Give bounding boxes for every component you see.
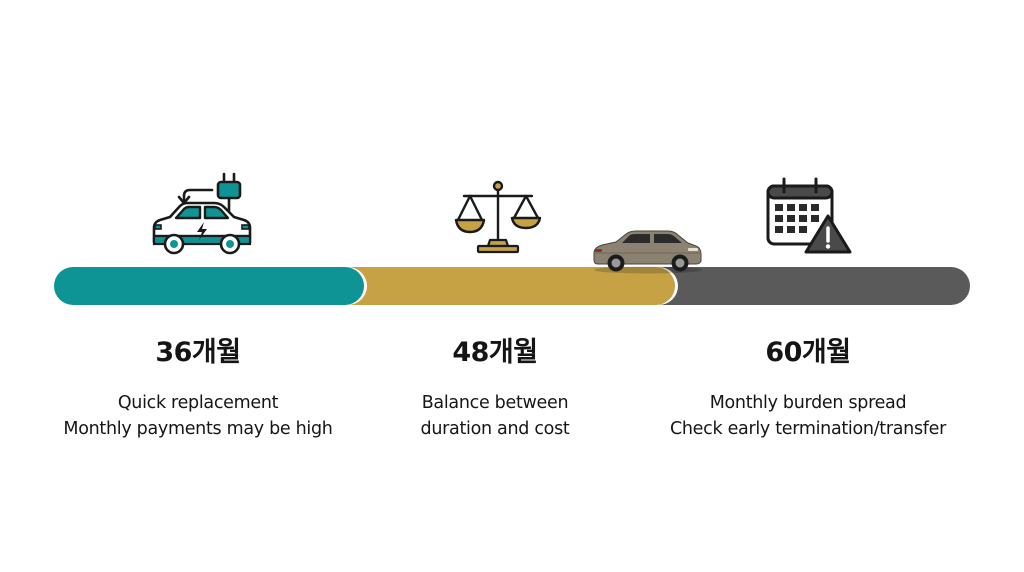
description-line: duration and cost xyxy=(420,419,570,439)
stage-60-description: Monthly burden spread Check early termin… xyxy=(648,390,968,442)
description-line: Check early termination/transfer xyxy=(669,419,947,439)
suv-car-icon xyxy=(593,230,702,274)
description-line: Quick replacement xyxy=(117,393,279,413)
timeline-segment-60 xyxy=(640,267,970,305)
description-line: Monthly payments may be high xyxy=(63,419,333,439)
stage-48-description: Balance between duration and cost xyxy=(335,390,655,442)
timeline-segment-36 xyxy=(54,267,364,305)
duration-label-36: 36개월 xyxy=(155,337,241,368)
duration-label-60: 60개월 xyxy=(765,337,851,368)
description-line: Balance between xyxy=(421,393,569,413)
stage-48-column: 48개월 Balance between duration and cost xyxy=(335,330,655,442)
balance-scale-icon xyxy=(454,180,542,254)
timeline-segment-48 xyxy=(330,267,675,305)
calendar-warning-icon xyxy=(766,177,852,254)
stage-60-column: 60개월 Monthly burden spread Check early t… xyxy=(648,330,968,442)
duration-label-48: 48개월 xyxy=(452,337,538,368)
ev-charging-car-icon xyxy=(152,172,252,255)
stage-36-column: 36개월 Quick replacement Monthly payments … xyxy=(38,330,358,442)
description-line: Monthly burden spread xyxy=(709,393,907,413)
stage-36-description: Quick replacement Monthly payments may b… xyxy=(38,390,358,442)
